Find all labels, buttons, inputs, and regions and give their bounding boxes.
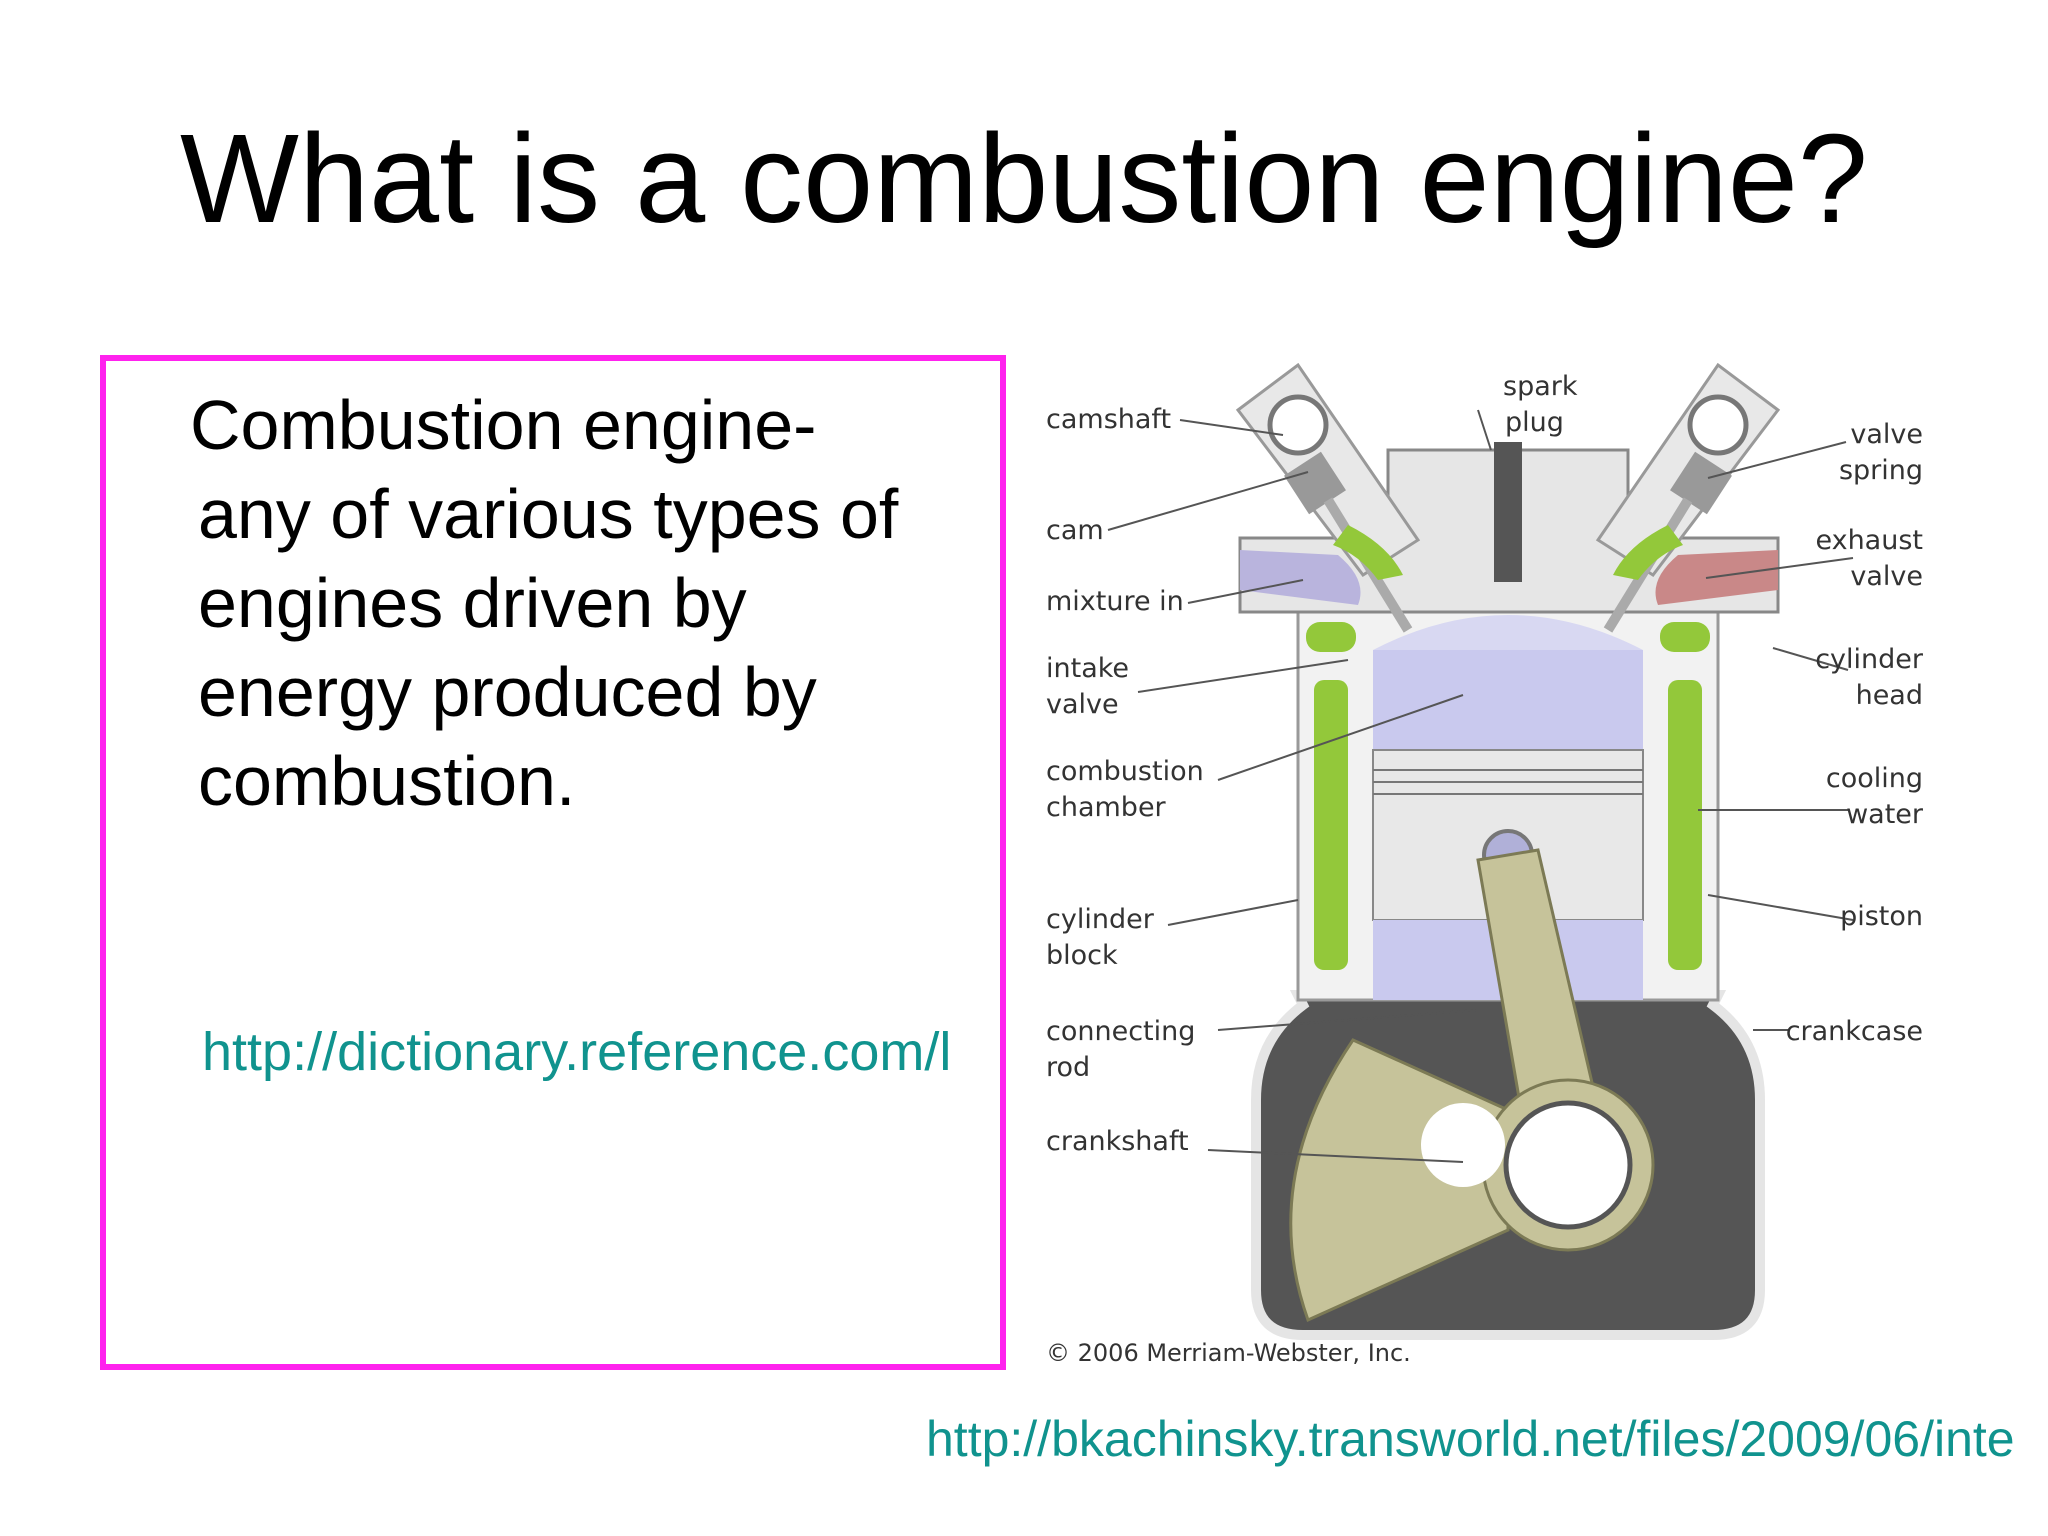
intake-port — [1240, 550, 1361, 605]
combustion-chamber-shape — [1373, 650, 1643, 750]
definition-text: Combustion engine- any of various types … — [190, 381, 958, 826]
definition-body: any of various types of engines driven b… — [198, 475, 899, 820]
label-cylinder-block-line1: cylinder — [1046, 904, 1155, 935]
coolant-head-right — [1613, 525, 1683, 580]
label-exhaust-valve-line2: valve — [1850, 561, 1923, 592]
leader-lines — [1107, 409, 1854, 1163]
coolant-right-top — [1660, 622, 1710, 652]
label-mixture-in: mixture in — [1046, 586, 1184, 617]
label-piston: piston — [1840, 901, 1923, 932]
left-cam — [1267, 394, 1329, 456]
label-combustion-chamber-line1: combustion — [1046, 756, 1204, 787]
label-exhaust-valve-line1: exhaust — [1815, 525, 1923, 556]
image-source-link[interactable]: http://bkachinsky.transworld.net/files/2… — [926, 1411, 2015, 1467]
definition-textbox: Combustion engine- any of various types … — [100, 355, 1006, 1370]
engine-diagram: camshaft spark plug valve spring cam exh… — [1008, 350, 1948, 1380]
label-cam: cam — [1046, 515, 1104, 546]
crankshaft-journal — [1421, 1103, 1505, 1187]
label-connecting-rod-line2: rod — [1046, 1052, 1090, 1083]
label-intake-valve-line1: intake — [1046, 653, 1129, 684]
definition-term: Combustion engine- — [190, 386, 817, 464]
engine-diagram-svg: camshaft spark plug valve spring cam exh… — [1046, 362, 1924, 1367]
label-spark-plug-line1: spark — [1503, 371, 1578, 402]
label-intake-valve-line2: valve — [1046, 689, 1119, 720]
chamber-dome — [1373, 615, 1643, 650]
coolant-head-left — [1333, 525, 1403, 580]
crankpin — [1503, 1100, 1633, 1230]
label-combustion-chamber-line2: chamber — [1046, 792, 1167, 823]
label-cylinder-head-line2: head — [1856, 680, 1923, 711]
label-spark-plug-line2: plug — [1505, 407, 1564, 438]
coolant-left — [1314, 680, 1348, 970]
spark-plug-shape — [1494, 442, 1522, 582]
coolant-left-top — [1306, 622, 1356, 652]
label-crankshaft: crankshaft — [1046, 1126, 1189, 1157]
label-cylinder-head-line1: cylinder — [1815, 644, 1924, 675]
label-connecting-rod-line1: connecting — [1046, 1016, 1195, 1047]
label-cooling-water-line1: cooling — [1826, 763, 1923, 794]
dictionary-source-link[interactable]: http://dictionary.reference.com/l — [202, 1022, 952, 1082]
label-cooling-water-line2: water — [1846, 799, 1924, 830]
right-cam — [1687, 394, 1749, 456]
label-camshaft: camshaft — [1046, 404, 1171, 435]
label-crankcase: crankcase — [1786, 1016, 1923, 1047]
slide-title: What is a combustion engine? — [180, 108, 1868, 249]
label-valve-spring-line2: spring — [1839, 455, 1923, 486]
coolant-right — [1668, 680, 1702, 970]
label-cylinder-block-line2: block — [1046, 940, 1118, 971]
diagram-copyright: © 2006 Merriam-Webster, Inc. — [1046, 1339, 1411, 1367]
label-valve-spring-line1: valve — [1850, 419, 1923, 450]
